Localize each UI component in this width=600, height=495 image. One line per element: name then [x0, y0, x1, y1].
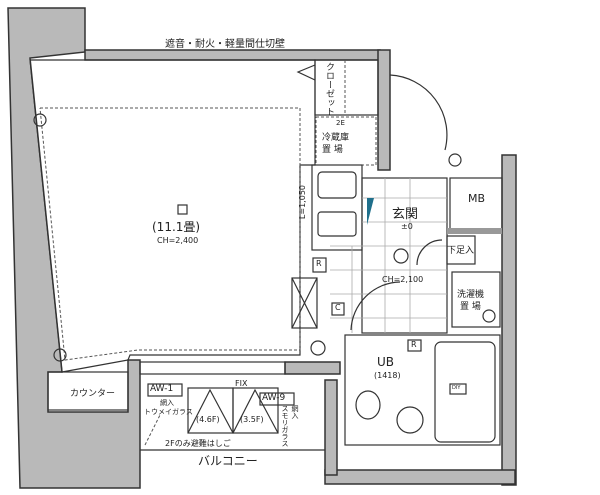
washer-label-1: 洗濯機: [457, 290, 485, 300]
bath-receptacle: R: [411, 340, 417, 349]
closet-label: クローゼット: [324, 62, 334, 116]
light-icon: [33, 113, 47, 127]
meter-icon: [53, 348, 67, 362]
shelf: [291, 277, 318, 329]
aw9-note-1: 網入: [291, 405, 299, 419]
bath-size: (1418): [374, 371, 401, 380]
stove-icon: [317, 211, 357, 237]
shoe-storage: [446, 235, 476, 265]
entry-door[interactable]: [389, 74, 448, 151]
shoe-storage-label: 下足入: [447, 246, 475, 256]
fridge-outlet: 2E: [336, 119, 345, 127]
aw1-code: AW-1: [150, 384, 174, 394]
bath-door[interactable]: [350, 281, 401, 331]
unit-bath: [344, 334, 501, 446]
bathtub-icon: [434, 341, 496, 443]
aw9-note-2: スモリガラス: [281, 405, 289, 447]
sash-right-label: (3.5F): [240, 415, 264, 424]
washer-label-2: 置 場: [460, 302, 481, 312]
counter: [47, 371, 129, 411]
counter-label: カウンター: [70, 389, 116, 399]
aw1-note-2: トウメイガラス: [144, 408, 193, 416]
balcony-label: バルコニー: [198, 454, 258, 468]
receptacle-r: R: [316, 259, 322, 268]
toilet-icon: [355, 390, 381, 420]
fridge-label-2: 置 場: [322, 145, 343, 155]
kitchen-length: L=1,050: [298, 185, 307, 220]
ceiling-light-icon: [177, 204, 188, 215]
sash-left-label: (4.6F): [196, 415, 220, 424]
hall-door[interactable]: [416, 239, 443, 266]
aw1-tag: [147, 383, 183, 397]
right-wall: [501, 154, 517, 486]
entry-floor: [330, 177, 448, 334]
closet-c-icon: [331, 302, 345, 316]
top-wall-note: 遮音・耐火・軽量間仕切壁: [165, 39, 285, 50]
receptacle-icon: [312, 257, 327, 273]
bath-label: UB: [377, 355, 395, 369]
room-ceiling-height: CH=2,400: [157, 236, 199, 245]
aw9-tag: [259, 392, 295, 406]
washbasin-icon: [396, 406, 424, 434]
washer-space: [451, 271, 501, 328]
closet: [314, 59, 379, 116]
entrance-label: 玄関: [392, 207, 419, 222]
mb-label: MB: [468, 192, 486, 205]
closet-c: C: [335, 303, 341, 312]
sash-right[interactable]: [232, 387, 279, 434]
window-sill: [139, 361, 286, 375]
fix-label: FIX: [235, 379, 248, 388]
balcony-right-wall: [324, 379, 338, 476]
bottom-wall: [324, 469, 516, 485]
sink-icon: [317, 171, 357, 199]
bath-diy: DIY: [452, 385, 461, 391]
fridge-label-1: 冷蔵庫: [322, 133, 350, 143]
ladder-note: 2Fのみ避難はしご: [165, 439, 231, 448]
hall-ceiling-height: CH=2,100: [382, 275, 424, 284]
entrance-level: ±0: [401, 222, 413, 231]
aw1-note-1: 網入: [160, 399, 174, 407]
aw9-code: AW-9: [262, 393, 286, 403]
room-size: (11.1畳): [152, 220, 201, 234]
